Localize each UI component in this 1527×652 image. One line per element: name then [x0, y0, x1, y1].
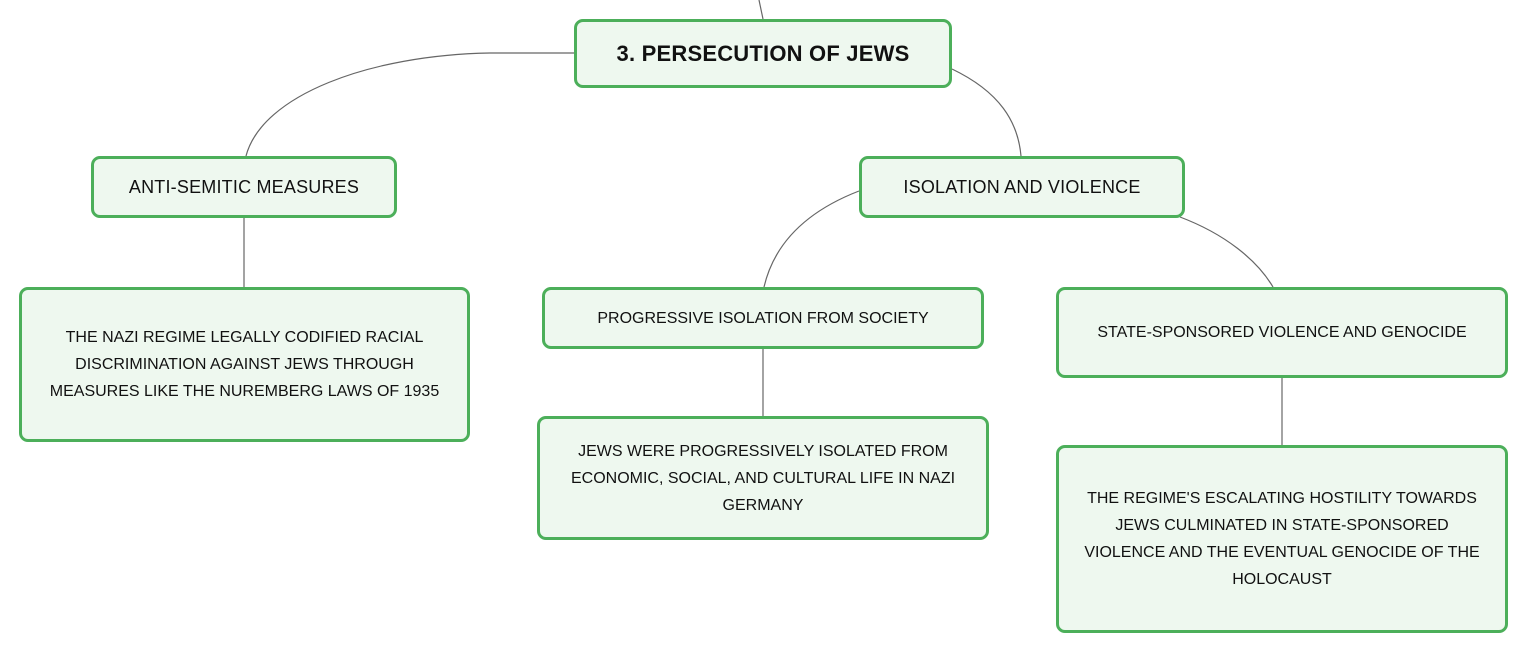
- connector-root-to-isolation: [951, 68, 1022, 157]
- node-label: ANTI-SEMITIC MEASURES: [128, 176, 360, 197]
- root-node-persecution-of-jews[interactable]: 3. PERSECUTION OF JEWS: [574, 19, 952, 88]
- node-text: THE REGIME'S ESCALATING HOSTILITY TOWARD…: [1084, 490, 1480, 588]
- node-isolation-and-violence[interactable]: ISOLATION AND VIOLENCE: [859, 156, 1185, 218]
- node-progressive-isolation-detail[interactable]: JEWS WERE PROGRESSIVELY ISOLATED FROM EC…: [537, 416, 989, 540]
- connector-isolation-to-state: [1179, 216, 1274, 288]
- connector-parent-to-root: [758, 0, 764, 20]
- node-label: PROGRESSIVE ISOLATION FROM SOCIETY: [597, 309, 929, 327]
- node-anti-semitic-measures[interactable]: ANTI-SEMITIC MEASURES: [91, 156, 397, 218]
- node-label: STATE-SPONSORED VIOLENCE AND GENOCIDE: [1097, 324, 1467, 341]
- node-anti-semitic-detail[interactable]: THE NAZI REGIME LEGALLY CODIFIED RACIAL …: [19, 287, 470, 442]
- root-node-label: 3. PERSECUTION OF JEWS: [616, 40, 910, 66]
- connector-isolation-to-progressive: [763, 190, 860, 288]
- node-text: JEWS WERE PROGRESSIVELY ISOLATED FROM EC…: [570, 442, 956, 514]
- node-state-sponsored-violence[interactable]: STATE-SPONSORED VIOLENCE AND GENOCIDE: [1056, 287, 1508, 378]
- node-state-sponsored-violence-detail[interactable]: THE REGIME'S ESCALATING HOSTILITY TOWARD…: [1056, 445, 1508, 633]
- node-progressive-isolation[interactable]: PROGRESSIVE ISOLATION FROM SOCIETY: [542, 287, 984, 349]
- connector-root-to-anti-semitic: [245, 52, 574, 157]
- node-text: THE NAZI REGIME LEGALLY CODIFIED RACIAL …: [49, 329, 440, 400]
- node-label: ISOLATION AND VIOLENCE: [903, 176, 1141, 197]
